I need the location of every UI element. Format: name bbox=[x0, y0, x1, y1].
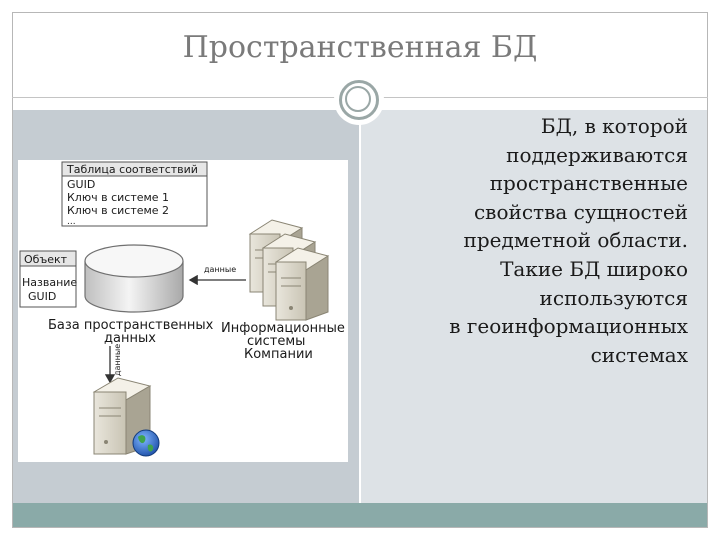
correspondence-table: Таблица соответствий GUID Ключ в системе… bbox=[61, 161, 208, 227]
table-row: Ключ в системе 2 bbox=[67, 204, 169, 217]
body-line: поддерживаются bbox=[506, 142, 688, 167]
bottom-band bbox=[13, 503, 707, 527]
ring-ornament-inner bbox=[345, 86, 371, 112]
body-line: Такие БД широко bbox=[500, 256, 688, 281]
table-row: ... bbox=[67, 217, 76, 227]
globe-icon bbox=[132, 429, 160, 457]
slide-title: Пространственная БД bbox=[182, 30, 538, 65]
slide-body-text: БД, в которой поддерживаются пространств… bbox=[380, 112, 688, 369]
body-line: пространственные bbox=[489, 171, 688, 196]
info-systems-label: Информационные bbox=[221, 321, 345, 336]
info-systems-label: Компании bbox=[244, 347, 313, 362]
object-row: GUID bbox=[28, 290, 56, 303]
object-box: Объект Название GUID bbox=[19, 250, 77, 308]
table-header: Таблица соответствий bbox=[66, 163, 198, 176]
spatial-db-diagram: Таблица соответствий GUID Ключ в системе… bbox=[18, 160, 348, 462]
body-line: в геоинформационных bbox=[449, 314, 688, 339]
panel-divider bbox=[359, 110, 361, 503]
info-systems-label: системы bbox=[247, 334, 305, 349]
body-line: БД, в которой bbox=[540, 114, 688, 138]
object-row: Название bbox=[22, 276, 77, 289]
web-server-icon bbox=[92, 377, 152, 455]
table-row: Ключ в системе 1 bbox=[67, 191, 169, 204]
arrow-label: данные bbox=[204, 265, 236, 274]
table-row: GUID bbox=[67, 178, 95, 191]
body-line: используются bbox=[539, 285, 688, 310]
database-label: База пространственных bbox=[48, 318, 214, 333]
body-line: свойства сущностей bbox=[473, 199, 688, 224]
server-stack-icon bbox=[248, 219, 330, 321]
body-line: предметной области. bbox=[463, 228, 688, 253]
body-line: системах bbox=[590, 342, 688, 367]
arrow-label: данные bbox=[113, 344, 122, 376]
database-cylinder-icon bbox=[84, 244, 184, 313]
right-panel bbox=[361, 110, 707, 503]
object-header: Объект bbox=[24, 253, 68, 266]
database-label: данных bbox=[104, 331, 156, 346]
